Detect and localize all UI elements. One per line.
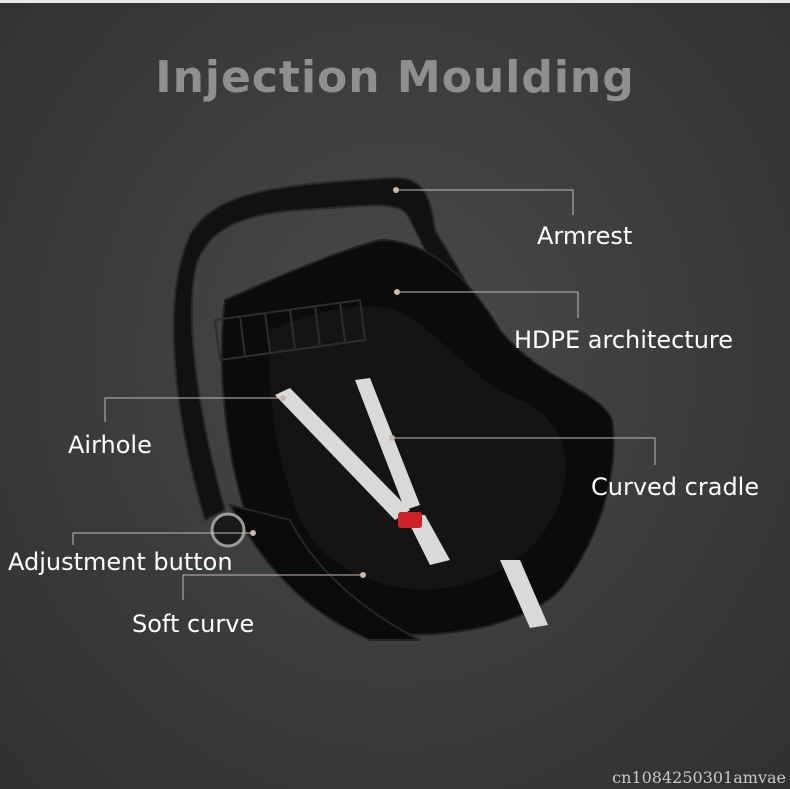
leader-dots	[250, 187, 400, 578]
seat-base	[228, 503, 421, 641]
page-title: Injection Moulding	[155, 52, 635, 103]
buckle	[398, 512, 422, 528]
label-airhole: Airhole	[68, 431, 152, 459]
top-border	[0, 0, 790, 3]
watermark: cn1084250301amvae	[612, 768, 786, 787]
label-hdpe-architecture: HDPE architecture	[514, 326, 734, 354]
label-curved-cradle: Curved cradle	[591, 473, 760, 501]
label-soft-curve: Soft curve	[132, 610, 255, 638]
label-adjustment-button: Adjustment button	[8, 548, 233, 576]
seat-inner	[269, 306, 566, 590]
leader-lines	[72, 189, 656, 600]
seat-grille	[213, 298, 367, 362]
adjustment-knob	[210, 512, 246, 548]
label-armrest: Armrest	[537, 222, 633, 250]
seat-handle	[172, 176, 492, 522]
